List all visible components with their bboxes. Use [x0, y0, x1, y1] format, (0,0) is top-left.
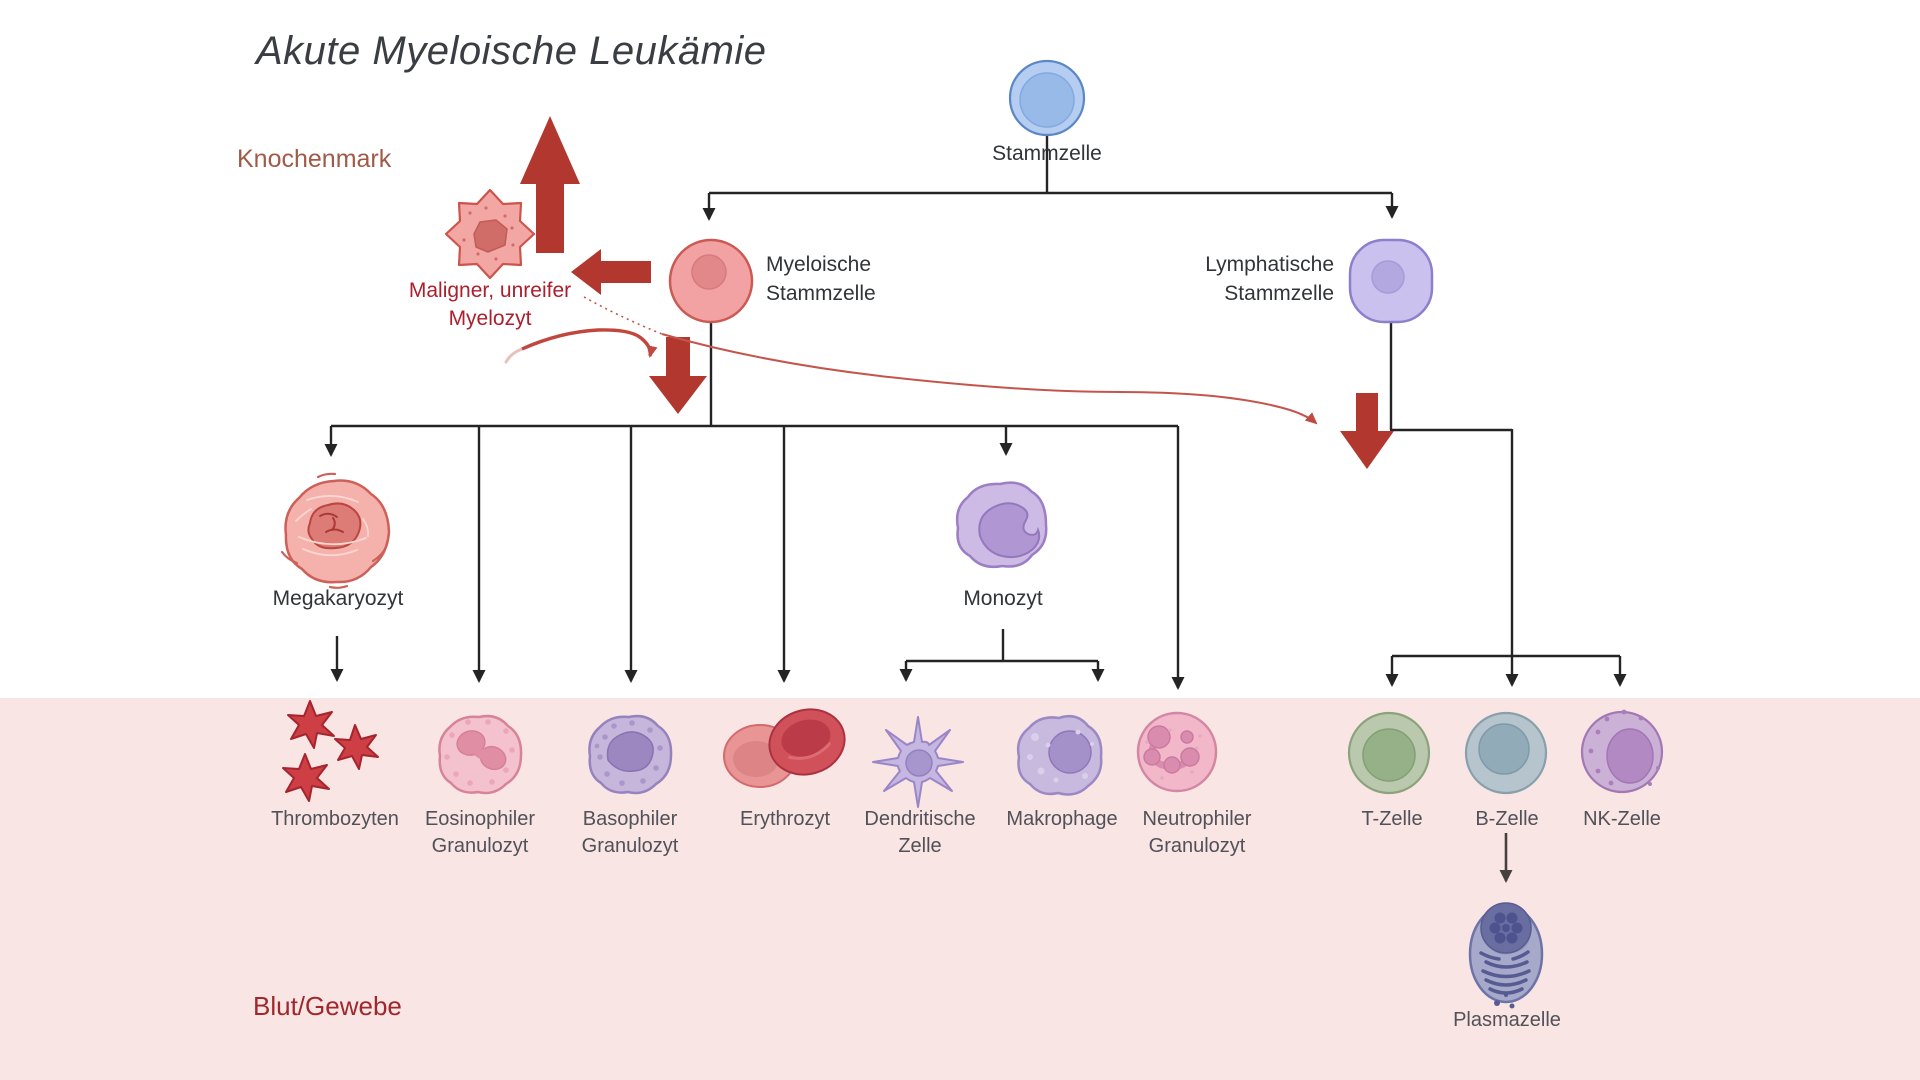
- proliferation-up-arrow: [520, 116, 580, 253]
- stammzelle-cell: [1008, 59, 1086, 137]
- page-title: Akute Myeloische Leukämie: [256, 29, 767, 73]
- long-suppression-curve: [661, 333, 1318, 425]
- erythrozyt-cell: [723, 708, 846, 788]
- megakaryozyt-cell: [280, 472, 391, 589]
- lymphoid-suppression-down-arrow: [1340, 393, 1394, 469]
- nk-zelle-label: NK-Zelle: [1583, 808, 1661, 830]
- neutrophiler-granulozyt-cell: [1136, 711, 1218, 793]
- b-zelle-label: B-Zelle: [1475, 808, 1539, 830]
- t-zelle-label: T-Zelle: [1361, 808, 1423, 830]
- erythrozyt-label: Erythrozyt: [739, 808, 831, 830]
- neutrophiler-granulozyt-label: Neutrophiler Granulozyt: [1142, 808, 1252, 857]
- basophiler-granulozyt-cell: [588, 714, 673, 795]
- myeloische-stammzelle-cell: [668, 238, 754, 324]
- t-zelle-cell: [1347, 711, 1431, 795]
- blocked-differentiation-down-arrow: [649, 337, 707, 414]
- b-zelle-cell: [1464, 711, 1548, 795]
- eosinophiler-granulozyt-label: Eosinophiler Granulozyt: [424, 808, 536, 857]
- megakaryozyt-label: Megakaryozyt: [272, 587, 404, 610]
- monozyt-cell: [955, 481, 1048, 569]
- monozyt-label: Monozyt: [963, 587, 1043, 610]
- basophiler-granulozyt-label: Basophiler Granulozyt: [581, 808, 679, 857]
- myeloische-stammzelle-label: Myeloische Stammzelle: [766, 253, 876, 305]
- eosinophiler-granulozyt-cell: [438, 714, 523, 795]
- long-suppression-curve-dotted: [583, 296, 663, 335]
- blood-tissue-region-label: Blut/Gewebe: [253, 991, 402, 1021]
- curly-inhibit-arrow-tail: [504, 347, 524, 364]
- curly-inhibit-arrow: [521, 328, 658, 358]
- lymphatische-stammzelle-cell: [1348, 238, 1434, 324]
- makrophage-label: Makrophage: [1006, 808, 1118, 830]
- lineage-tree-lines: [324, 136, 1627, 690]
- maligner-myelozyt-label: Maligner, unreifer Myelozyt: [408, 279, 572, 330]
- bone-marrow-region-label: Knochenmark: [237, 145, 392, 173]
- stammzelle-label: Stammzelle: [992, 142, 1102, 165]
- dendritische-zelle-cell: [872, 716, 964, 808]
- makrophage-cell: [1016, 715, 1103, 796]
- blast-left-arrow: [571, 249, 651, 295]
- nk-zelle-cell: [1580, 709, 1664, 794]
- lymphatische-stammzelle-label: Lymphatische Stammzelle: [1205, 253, 1334, 305]
- dendritische-zelle-label: Dendritische Zelle: [864, 808, 976, 857]
- maligner-myelozyt-cell: [444, 188, 536, 280]
- thrombozyten-label: Thrombozyten: [271, 808, 399, 830]
- plasmazelle-cell: [1468, 902, 1544, 1009]
- thrombozyten-cells: [282, 700, 379, 802]
- leukemia-arrows: [504, 116, 1394, 469]
- plasmazelle-label: Plasmazelle: [1453, 1009, 1561, 1031]
